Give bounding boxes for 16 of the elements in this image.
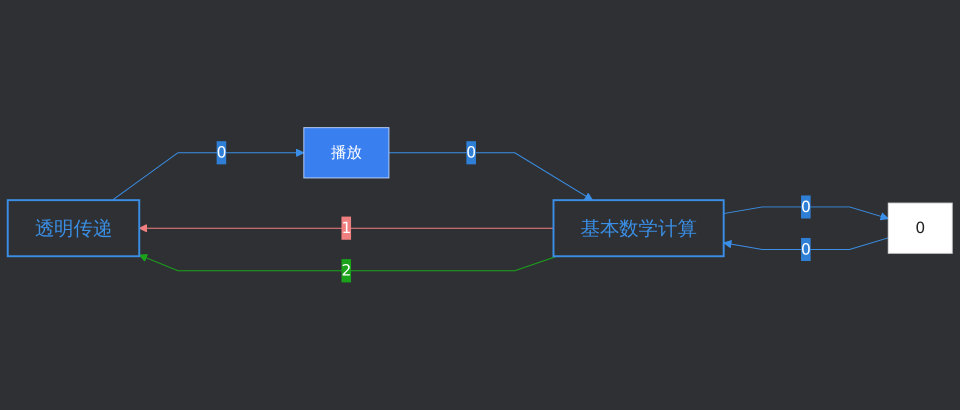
arrow: [723, 237, 889, 250]
node-box: 播放: [303, 127, 390, 178]
arrow: [112, 148, 304, 201]
edge-label: 0: [466, 143, 476, 162]
arrow: [723, 206, 889, 220]
arrow: [388, 152, 593, 201]
node-box: 0: [888, 202, 953, 254]
arrow: [138, 254, 558, 272]
edge-label: 0: [216, 143, 226, 162]
arrow: [138, 224, 554, 232]
edge-label: 0: [801, 197, 811, 216]
edge-label: 0: [801, 240, 811, 258]
edge-label: 2: [341, 261, 352, 280]
node-box: 透明传递: [6, 199, 140, 258]
edge-label: 1: [341, 218, 352, 237]
node-box: 基本数学计算: [552, 199, 725, 258]
